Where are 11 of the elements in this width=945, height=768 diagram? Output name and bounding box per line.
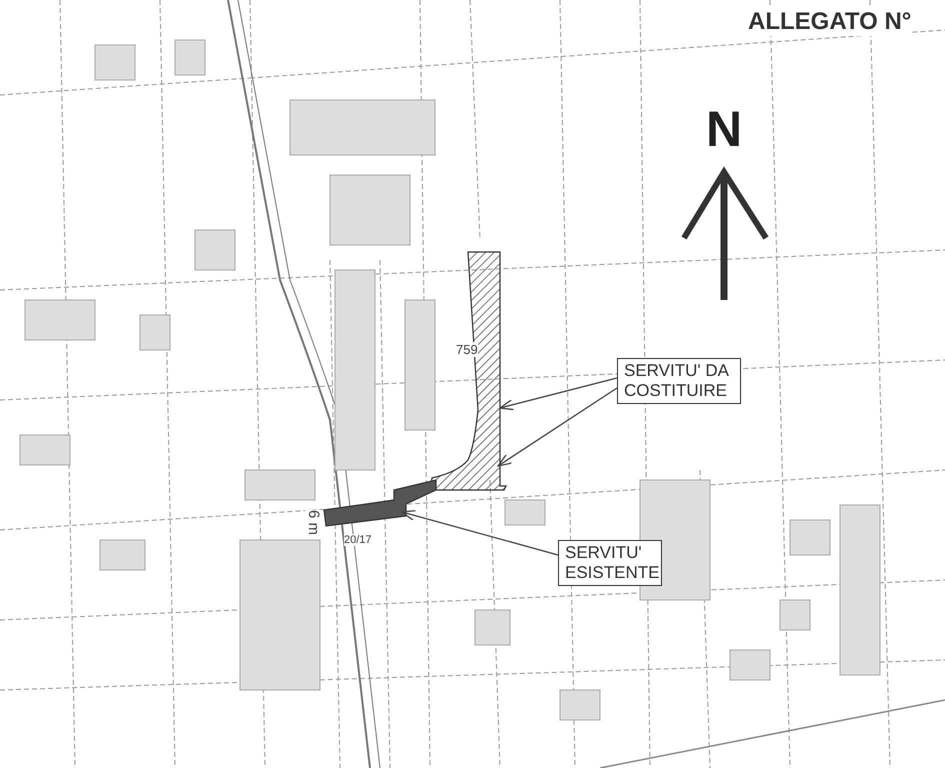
leader-arrow [401,510,558,556]
parcel-number: 759 [456,342,478,357]
north-label: N [706,100,742,158]
hatched-easement-area [428,250,508,492]
callout-box: SERVITU' DA COSTITUIRE [617,358,741,404]
callout-box: SERVITU' ESISTENTE [558,540,662,586]
parcel-number: 20/17 [344,534,372,546]
width-dimension: 6 m [305,510,322,536]
leader-arrow [497,387,618,467]
leader-arrow [499,377,618,410]
map-title: ALLEGATO N° [748,8,912,36]
